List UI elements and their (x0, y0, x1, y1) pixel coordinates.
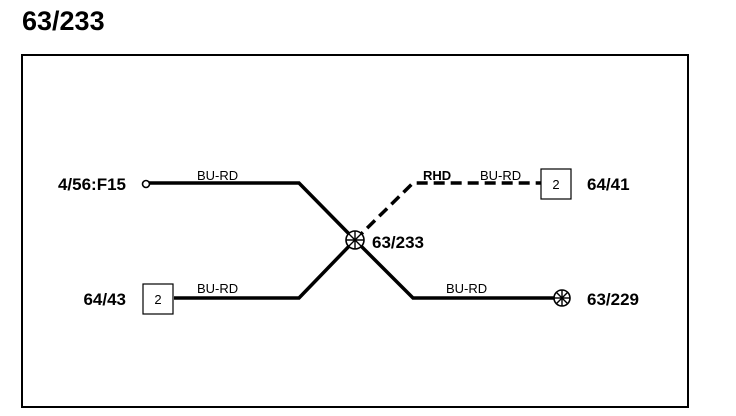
wire-top-left[interactable] (149, 181, 357, 242)
page-title: 63/233 (22, 6, 105, 36)
connector-label-right-top: 64/41 (587, 175, 630, 194)
open-circle-terminal-icon[interactable] (141, 179, 151, 189)
star-circle-ground-icon[interactable] (553, 289, 571, 307)
splice-label: 63/233 (372, 233, 424, 252)
pin-label-left-bottom: 2 (154, 292, 161, 307)
connector-label-right-bottom: 63/229 (587, 290, 639, 309)
wire-label-top-left: BU-RD (197, 168, 238, 183)
wire-label-dashed: BU-RD (480, 168, 521, 183)
wire-option-label-rhd: RHD (423, 168, 451, 183)
wire-bottom-right[interactable] (353, 238, 557, 300)
connector-label-left-top: 4/56:F15 (58, 175, 126, 194)
diagram-frame (21, 54, 689, 408)
wire-bottom-left[interactable] (174, 238, 357, 300)
wire-label-bottom-right: BU-RD (446, 281, 487, 296)
wire-dashed-rhd[interactable] (353, 181, 541, 242)
connector-label-left-bottom: 64/43 (83, 290, 126, 309)
pin-label-right-top: 2 (552, 177, 559, 192)
splice-crossed-circle-icon[interactable] (345, 230, 365, 250)
connector-box-left-bottom[interactable]: 2 (142, 283, 174, 315)
wire-label-bottom-left: BU-RD (197, 281, 238, 296)
connector-box-right-top[interactable]: 2 (540, 168, 572, 200)
